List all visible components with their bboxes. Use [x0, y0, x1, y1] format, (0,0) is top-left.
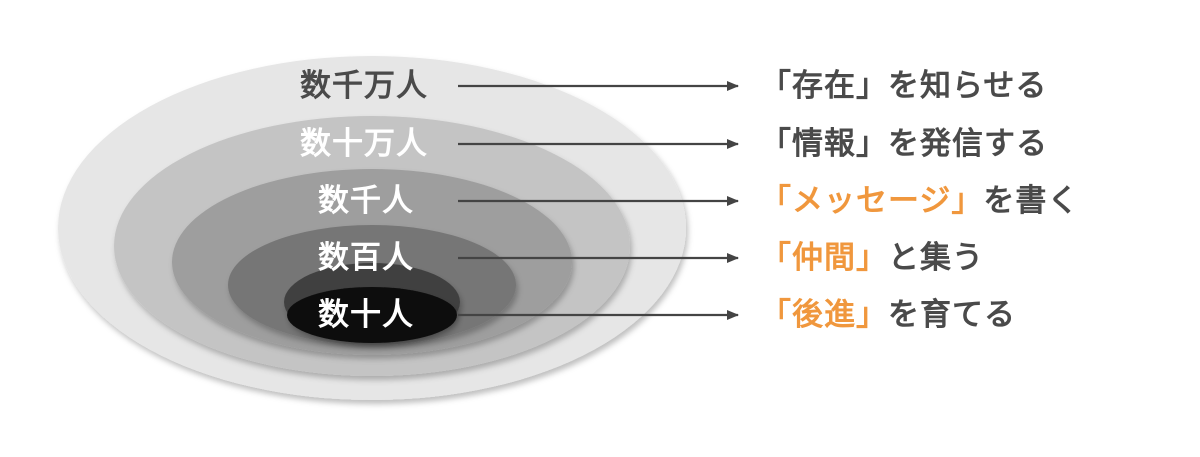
action-label-3: 「メッセージ」を書く — [760, 183, 1079, 219]
action-rest-1: を知らせる — [888, 68, 1048, 104]
action-quoted-4: 「仲間」 — [760, 240, 888, 276]
core-ring — [287, 287, 457, 343]
action-label-1: 「存在」を知らせる — [760, 68, 1047, 104]
action-quoted-2: 「情報」 — [760, 126, 888, 162]
action-label-2: 「情報」を発信する — [760, 126, 1048, 162]
audience-label-1: 数千万人 — [300, 68, 428, 104]
action-rest-4: と集う — [888, 240, 984, 276]
audience-label-3: 数千人 — [318, 183, 414, 219]
arrows — [458, 81, 739, 320]
action-rest-2: を発信する — [888, 126, 1048, 162]
action-rest-5: を育てる — [888, 297, 1016, 333]
action-quoted-3: 「メッセージ」 — [760, 183, 984, 219]
action-label-4: 「仲間」と集う — [760, 240, 984, 276]
action-label-5: 「後進」を育てる — [760, 297, 1016, 333]
action-quoted-5: 「後進」 — [760, 297, 888, 333]
action-quoted-1: 「存在」 — [760, 68, 888, 104]
audience-label-5: 数十人 — [318, 297, 414, 333]
audience-label-4: 数百人 — [318, 240, 414, 276]
audience-label-2: 数十万人 — [300, 126, 428, 162]
action-rest-3: を書く — [983, 183, 1080, 219]
